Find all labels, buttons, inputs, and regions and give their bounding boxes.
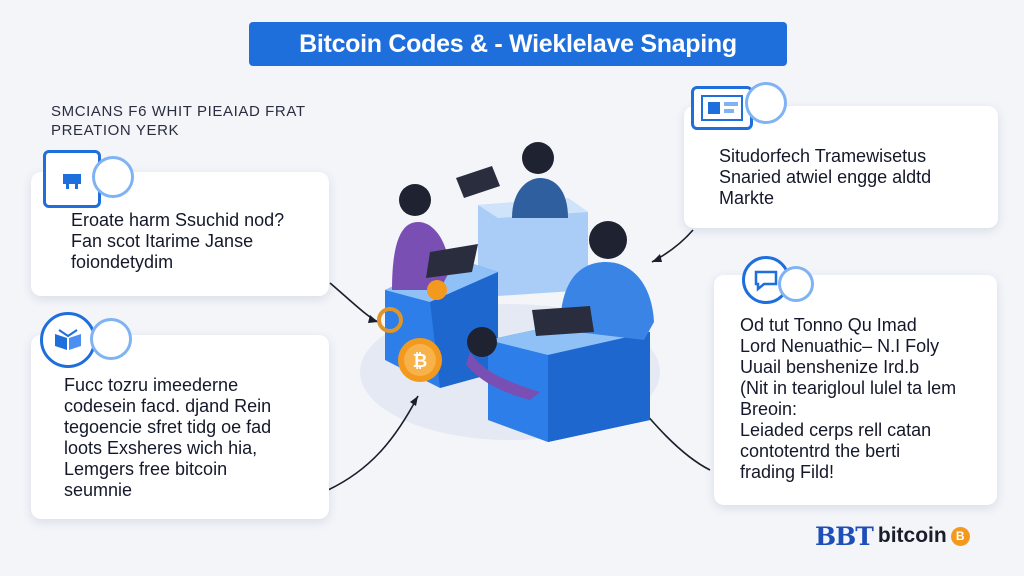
card-text-line: Markte	[719, 188, 775, 208]
person-back-head	[522, 142, 554, 174]
card-text-line: foiondetydim	[71, 252, 174, 272]
laptop-right	[532, 306, 594, 336]
title-banner: Bitcoin Codes & - Wieklelave Snaping	[249, 22, 787, 66]
presentation-icon-ring	[92, 156, 134, 198]
laptop-back	[456, 166, 500, 198]
chat-bubble-icon-ring	[778, 266, 814, 302]
browser-window-icon-ring	[745, 82, 787, 124]
book-icon-ring	[90, 318, 132, 360]
card-text-line: frading Fild!	[740, 462, 835, 482]
brand-logo: BBT bitcoin B	[815, 520, 970, 552]
book-icon	[40, 312, 96, 368]
card-text-line: tegoencie sfret tidg oe fad	[64, 417, 272, 437]
laptop-left	[426, 244, 478, 278]
card-text-line: Fucc tozru imeederne	[64, 375, 239, 395]
person-left-head	[399, 184, 431, 216]
card-text-line: Snaried atwiel engge aldtd	[719, 167, 932, 187]
person-right-head	[589, 221, 627, 259]
info-card-4: Od tut Tonno Qu Imad Lord Nenuathic– N.I…	[714, 275, 997, 505]
subtitle: SMCIANS F6 WHIT PIEAIAD FRAT PREATION YE…	[51, 102, 371, 140]
logo-mark: BBT	[815, 521, 874, 551]
card-text-line: Eroate harm Ssuchid nod?	[71, 210, 285, 230]
card-text-line: contotentrd the berti	[740, 441, 901, 461]
card-text-line: codesein facd. djand Rein	[64, 396, 272, 416]
card-text-line: Uuail benshenize Ird.b	[740, 357, 920, 377]
card-text-line: seumnie	[64, 480, 133, 500]
browser-window-icon	[691, 86, 753, 130]
small-coin	[427, 280, 447, 300]
gear-icon	[377, 307, 403, 333]
page-title: Bitcoin Codes & - Wieklelave Snaping	[299, 29, 737, 58]
bitcoin-coin-icon: B	[950, 526, 970, 546]
svg-text:₿: ₿	[413, 351, 428, 371]
card-text-line: Breoin:	[740, 399, 798, 419]
card-text-line: Lemgers free bitcoin	[64, 459, 228, 479]
info-card-2: Fucc tozru imeederne codesein facd. djan…	[31, 335, 329, 519]
card-text-line: Od tut Tonno Qu Imad	[740, 315, 917, 335]
card-text-line: Lord Nenuathic– N.I Foly	[740, 336, 940, 356]
subtitle-line: SMCIANS F6 WHIT PIEAIAD FRAT	[51, 103, 306, 120]
card-text-line: loots Exsheres wich hia,	[64, 438, 258, 458]
presentation-icon	[43, 150, 101, 208]
card-text-line: Situdorfech Tramewisetus	[719, 146, 927, 166]
subtitle-line: PREATION YERK	[51, 122, 180, 139]
card-text-line: Leiaded cerps rell catan	[740, 420, 932, 440]
card-text-line: Fan scot Itarime Janse	[71, 231, 254, 251]
logo-word: bitcoin	[877, 524, 947, 547]
card-text-line: (Nit in tearigloul lulel ta lem	[740, 378, 957, 398]
